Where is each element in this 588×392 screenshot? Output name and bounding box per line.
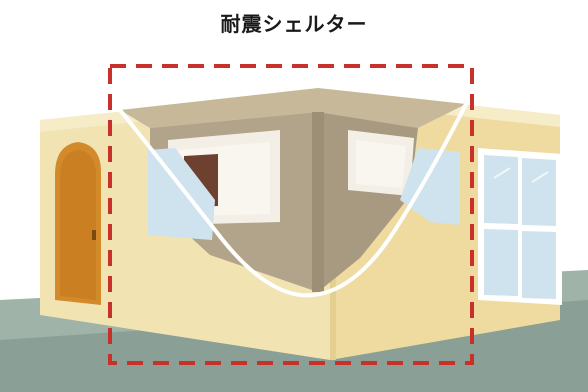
shelter-dashed-outline xyxy=(108,64,474,365)
shelter-cutaway-icon xyxy=(118,88,468,298)
door-icon xyxy=(55,142,101,305)
diagram-title: 耐震シェルター xyxy=(220,12,368,36)
window-icon xyxy=(478,148,562,305)
